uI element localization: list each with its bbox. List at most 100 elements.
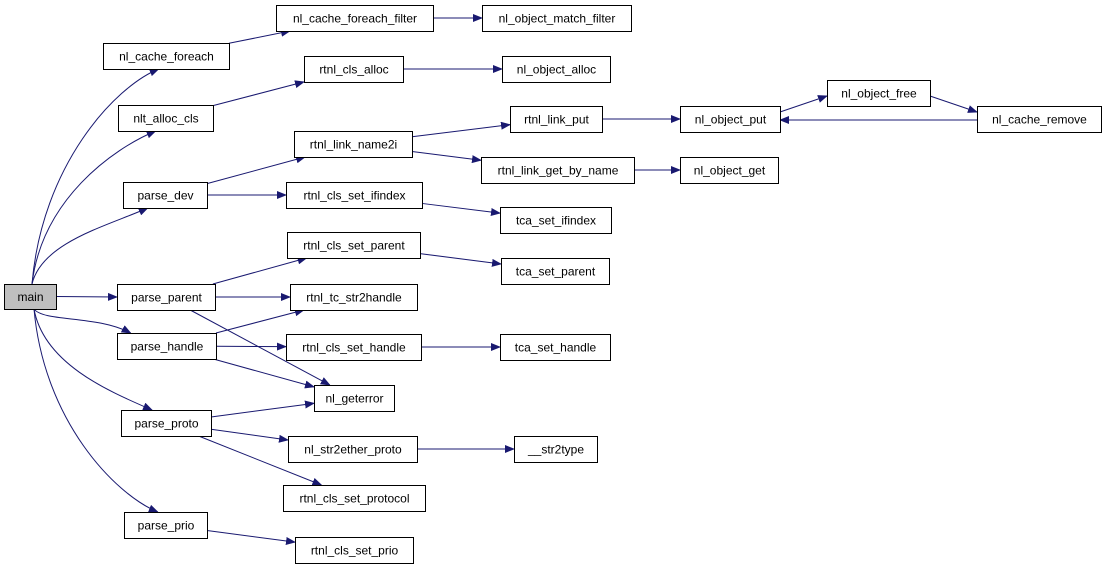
edge-parse-proto-to-nl-str2ether-proto bbox=[210, 428, 289, 443]
node-label: rtnl_link_get_by_name bbox=[498, 164, 619, 178]
node-label: main bbox=[17, 290, 43, 304]
node-label: parse_prio bbox=[138, 519, 195, 533]
node-rtnl-cls-set-handle[interactable]: rtnl_cls_set_handle bbox=[286, 334, 422, 361]
node-box bbox=[103, 43, 230, 70]
node-box bbox=[502, 56, 611, 83]
node-box bbox=[500, 207, 612, 234]
node-box bbox=[501, 258, 610, 285]
node-box bbox=[295, 537, 414, 564]
node-parse-proto[interactable]: parse_proto bbox=[121, 410, 212, 437]
node-label: parse_dev bbox=[137, 189, 193, 203]
edge-main-to-parse-prio bbox=[33, 308, 159, 513]
node-label: rtnl_cls_alloc bbox=[319, 63, 388, 77]
node-tca-set-handle[interactable]: tca_set_handle bbox=[500, 334, 611, 361]
node-rtnl-cls-set-ifindex[interactable]: rtnl_cls_set_ifindex bbox=[286, 182, 423, 209]
node-label: nl_cache_foreach bbox=[119, 50, 214, 64]
node-nl-object-free[interactable]: nl_object_free bbox=[827, 80, 931, 107]
edge-parse-dev-to-rtnl-link-name2i bbox=[206, 155, 307, 185]
node-label: tca_set_parent bbox=[516, 265, 596, 279]
node-box bbox=[276, 5, 434, 32]
node-str2type[interactable]: __str2type bbox=[514, 436, 598, 463]
edge-main-to-parse-dev bbox=[31, 207, 149, 285]
node-box bbox=[288, 436, 418, 463]
node-label: nl_cache_foreach_filter bbox=[293, 12, 417, 26]
node-parse-parent[interactable]: parse_parent bbox=[117, 284, 216, 311]
edge-main-to-nlt-alloc-cls bbox=[31, 130, 157, 285]
node-rtnl-link-put[interactable]: rtnl_link_put bbox=[510, 106, 603, 133]
node-box bbox=[481, 157, 635, 184]
node-box bbox=[287, 232, 421, 259]
node-rtnl-cls-set-protocol[interactable]: rtnl_cls_set_protocol bbox=[283, 485, 426, 512]
edge-rtnl-link-name2i-to-rtnl-link-get-by-name bbox=[411, 151, 482, 164]
node-nl-cache-foreach[interactable]: nl_cache_foreach bbox=[103, 43, 230, 70]
node-rtnl-cls-set-prio[interactable]: rtnl_cls_set_prio bbox=[295, 537, 414, 564]
node-box bbox=[827, 80, 931, 107]
edge-parse-parent-to-nl-geterror bbox=[189, 309, 331, 386]
edge-nlt-alloc-cls-to-rtnl-cls-alloc bbox=[212, 80, 305, 107]
node-box bbox=[510, 106, 603, 133]
node-label: tca_set_handle bbox=[515, 341, 597, 355]
node-box bbox=[294, 131, 413, 158]
node-rtnl-link-get-by-name[interactable]: rtnl_link_get_by_name bbox=[481, 157, 635, 184]
edge-nl-object-free-to-nl-cache-remove bbox=[929, 95, 978, 113]
node-nl-cache-remove[interactable]: nl_cache_remove bbox=[977, 106, 1102, 133]
node-rtnl-tc-str2handle[interactable]: rtnl_tc_str2handle bbox=[290, 284, 418, 311]
node-rtnl-link-name2i[interactable]: rtnl_link_name2i bbox=[294, 131, 413, 158]
edge-parse-parent-to-rtnl-cls-set-parent bbox=[212, 256, 308, 285]
node-box bbox=[124, 512, 208, 539]
node-nl-geterror[interactable]: nl_geterror bbox=[314, 385, 395, 412]
node-label: parse_handle bbox=[131, 340, 204, 354]
node-box bbox=[286, 334, 422, 361]
node-box bbox=[4, 284, 57, 310]
node-nl-object-get[interactable]: nl_object_get bbox=[680, 157, 779, 184]
node-nl-cache-foreach-filter[interactable]: nl_cache_foreach_filter bbox=[276, 5, 434, 32]
nodes-layer: main nl_cache_foreach nlt_alloc_cls parse_d… bbox=[4, 5, 1102, 564]
node-main[interactable]: main bbox=[4, 284, 57, 310]
node-label: nlt_alloc_cls bbox=[133, 112, 198, 126]
node-label: rtnl_tc_str2handle bbox=[306, 291, 402, 305]
node-box bbox=[286, 182, 423, 209]
node-nlt-alloc-cls[interactable]: nlt_alloc_cls bbox=[118, 105, 214, 132]
node-parse-dev[interactable]: parse_dev bbox=[123, 182, 208, 209]
edge-parse-proto-to-nl-geterror bbox=[210, 400, 315, 418]
node-label: rtnl_link_put bbox=[524, 113, 589, 127]
node-box bbox=[977, 106, 1102, 133]
edge-parse-prio-to-rtnl-cls-set-prio bbox=[206, 530, 296, 545]
edge-nl-object-put-to-nl-object-free bbox=[779, 95, 828, 113]
node-box bbox=[680, 157, 779, 184]
edge-nl-cache-foreach-to-nl-cache-foreach-filter bbox=[228, 28, 291, 44]
node-box bbox=[117, 284, 216, 311]
edge-main-to-parse-handle bbox=[33, 308, 132, 334]
edge-main-to-parse-parent bbox=[55, 292, 118, 301]
node-label: nl_object_put bbox=[695, 113, 767, 127]
node-label: nl_geterror bbox=[325, 392, 383, 406]
node-label: rtnl_link_name2i bbox=[310, 138, 397, 152]
node-box bbox=[123, 182, 208, 209]
node-parse-handle[interactable]: parse_handle bbox=[117, 333, 217, 360]
edges-layer bbox=[31, 14, 978, 545]
node-parse-prio[interactable]: parse_prio bbox=[124, 512, 208, 539]
node-label: nl_object_get bbox=[694, 164, 766, 178]
edge-main-to-nl-cache-foreach bbox=[31, 68, 160, 285]
node-nl-object-put[interactable]: nl_object_put bbox=[680, 106, 781, 133]
node-box bbox=[290, 284, 418, 311]
edge-rtnl-cls-set-ifindex-to-tca-set-ifindex bbox=[421, 202, 501, 216]
node-tca-set-parent[interactable]: tca_set_parent bbox=[501, 258, 610, 285]
node-rtnl-cls-alloc[interactable]: rtnl_cls_alloc bbox=[304, 56, 404, 83]
edge-parse-proto-to-rtnl-cls-set-protocol bbox=[198, 435, 323, 486]
node-nl-object-match-filter[interactable]: nl_object_match_filter bbox=[482, 5, 632, 32]
edge-parse-handle-to-rtnl-tc-str2handle bbox=[215, 308, 305, 334]
node-nl-str2ether-proto[interactable]: nl_str2ether_proto bbox=[288, 436, 418, 463]
node-label: parse_parent bbox=[131, 291, 202, 305]
edge-rtnl-cls-set-parent-to-tca-set-parent bbox=[419, 253, 502, 267]
node-label: nl_cache_remove bbox=[992, 113, 1087, 127]
node-tca-set-ifindex[interactable]: tca_set_ifindex bbox=[500, 207, 612, 234]
node-label: nl_object_free bbox=[841, 87, 917, 101]
node-label: rtnl_cls_set_protocol bbox=[299, 492, 409, 506]
node-box bbox=[680, 106, 781, 133]
node-rtnl-cls-set-parent[interactable]: rtnl_cls_set_parent bbox=[287, 232, 421, 259]
node-box bbox=[283, 485, 426, 512]
node-nl-object-alloc[interactable]: nl_object_alloc bbox=[502, 56, 611, 83]
node-label: nl_object_alloc bbox=[517, 63, 596, 77]
node-label: __str2type bbox=[527, 443, 584, 457]
